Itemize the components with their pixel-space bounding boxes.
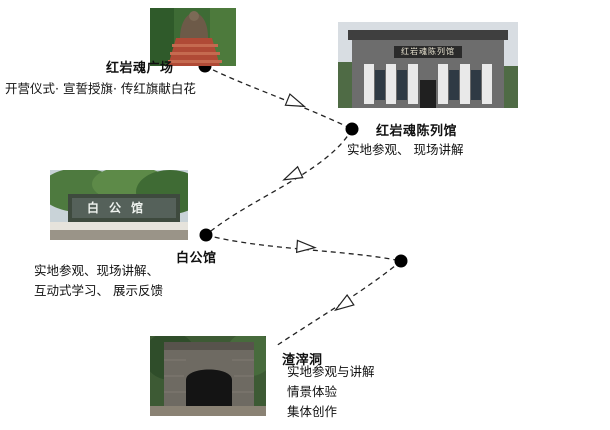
stop-2-title: 红岩魂陈列馆 bbox=[376, 124, 458, 139]
route-arrow-3 bbox=[295, 239, 317, 254]
route-segment-4 bbox=[275, 260, 402, 347]
baigongguan-photo: 白公馆 bbox=[50, 170, 188, 240]
museum-sign: 红岩魂陈列馆 bbox=[401, 47, 455, 56]
route-arrow-2 bbox=[282, 165, 304, 181]
route-segment-2 bbox=[205, 128, 353, 236]
stop-4-description: 实地参观与讲解 情景体验 集体创作 bbox=[287, 362, 375, 422]
baigongguan-sign: 白公馆 bbox=[86, 201, 153, 215]
route-arrow-1 bbox=[284, 93, 307, 108]
route-arrow-4 bbox=[333, 293, 355, 312]
stop-4-line-2: 情景体验 bbox=[287, 384, 338, 399]
stop-2-description: 实地参观、 现场讲解 bbox=[347, 140, 463, 160]
stop-4-line-1: 实地参观与讲解 bbox=[287, 364, 375, 379]
stop-1-line-1: 开营仪式· 宣誓授旗· 传红旗献白花 bbox=[5, 81, 196, 96]
square-photo bbox=[150, 8, 236, 66]
stop-4-line-3: 集体创作 bbox=[287, 404, 338, 419]
route-segment-1 bbox=[204, 65, 353, 130]
stop-3-line-1: 实地参观、现场讲解、 bbox=[34, 263, 160, 278]
stop-1-title: 红岩魂广场 bbox=[106, 61, 174, 76]
stop-3-title: 白公馆 bbox=[176, 251, 217, 266]
zhazidong-photo bbox=[150, 336, 266, 416]
route-node-2 bbox=[345, 122, 359, 136]
stop-2-line-1: 实地参观、 现场讲解 bbox=[347, 142, 464, 157]
stop-3-line-2: 互动式学习、 展示反馈 bbox=[34, 283, 163, 298]
stop-4-title: 渣滓洞 bbox=[282, 353, 323, 368]
route-node-3 bbox=[199, 228, 213, 242]
route-node-4 bbox=[394, 254, 408, 268]
stop-3-description: 实地参观、现场讲解、 互动式学习、 展示反馈 bbox=[34, 261, 163, 301]
museum-photo: 红岩魂陈列馆 bbox=[338, 22, 518, 108]
stop-1-description: 开营仪式· 宣誓授旗· 传红旗献白花 bbox=[5, 79, 196, 99]
